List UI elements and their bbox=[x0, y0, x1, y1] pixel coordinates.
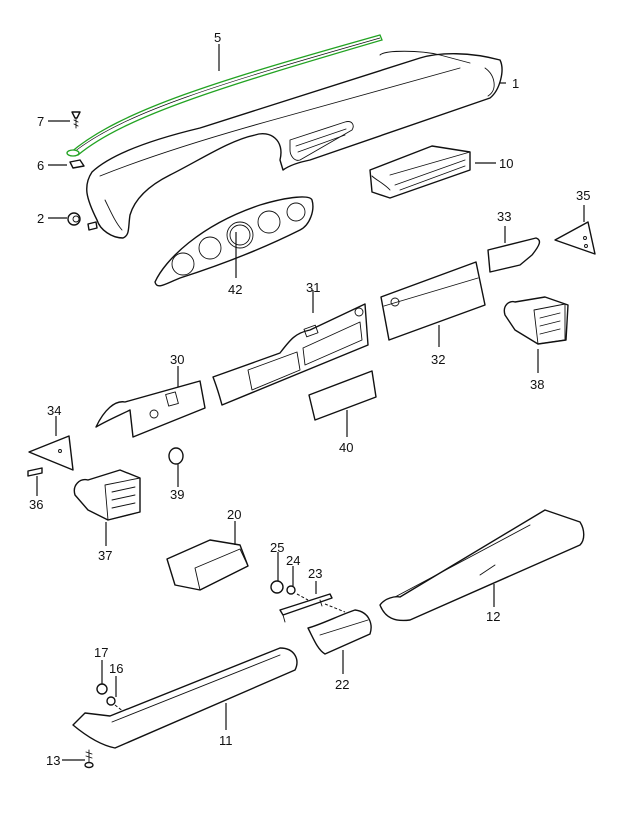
callout-39: 39 bbox=[170, 487, 184, 502]
part-2-nut[interactable] bbox=[67, 212, 81, 226]
part-11-left-trim[interactable] bbox=[72, 647, 298, 749]
callout-35: 35 bbox=[576, 188, 590, 203]
callout-38: 38 bbox=[530, 377, 544, 392]
callout-5: 5 bbox=[214, 30, 221, 45]
leader-lines bbox=[36, 44, 585, 761]
part-16-washer[interactable] bbox=[106, 696, 116, 706]
part-24-washer[interactable] bbox=[286, 585, 296, 595]
callout-30: 30 bbox=[170, 352, 184, 367]
callout-25: 25 bbox=[270, 540, 284, 555]
bolt bbox=[87, 221, 98, 231]
part-37-left-vent[interactable] bbox=[73, 469, 141, 521]
callout-33: 33 bbox=[497, 209, 511, 224]
part-5-trim-strip[interactable] bbox=[66, 34, 383, 157]
callout-11: 11 bbox=[219, 733, 233, 748]
part-20-storage-tray[interactable] bbox=[166, 539, 249, 591]
callout-17: 17 bbox=[94, 645, 108, 660]
part-42-instrument-bezel[interactable] bbox=[154, 196, 314, 287]
callout-31: 31 bbox=[306, 280, 320, 295]
part-33-trim[interactable] bbox=[487, 237, 541, 273]
callout-6: 6 bbox=[37, 158, 44, 173]
callout-2: 2 bbox=[37, 211, 44, 226]
callout-36: 36 bbox=[29, 497, 43, 512]
callout-20: 20 bbox=[227, 507, 241, 522]
part-38-right-vent[interactable] bbox=[503, 296, 569, 345]
part-32-glovebox-lid[interactable] bbox=[380, 261, 486, 341]
callout-10: 10 bbox=[499, 156, 513, 171]
callout-40: 40 bbox=[339, 440, 353, 455]
callout-22: 22 bbox=[335, 677, 349, 692]
callout-12: 12 bbox=[486, 609, 500, 624]
part-1-dashboard[interactable] bbox=[86, 50, 503, 239]
part-36-screw[interactable] bbox=[27, 467, 43, 477]
part-17-nut[interactable] bbox=[96, 683, 108, 695]
part-35-corner-cover[interactable] bbox=[554, 221, 596, 255]
callout-34: 34 bbox=[47, 403, 61, 418]
part-39-grommet[interactable] bbox=[168, 447, 184, 465]
part-6-clip[interactable] bbox=[69, 159, 85, 169]
part-22-end-cap[interactable] bbox=[307, 609, 372, 655]
callout-37: 37 bbox=[98, 548, 112, 563]
callout-42: 42 bbox=[228, 282, 242, 297]
callout-24: 24 bbox=[286, 553, 300, 568]
part-31-center-panel[interactable] bbox=[212, 303, 369, 406]
callout-1: 1 bbox=[512, 76, 519, 91]
part-34-corner-cover[interactable] bbox=[28, 435, 74, 471]
callout-23: 23 bbox=[308, 566, 322, 581]
part-7-screw[interactable] bbox=[71, 111, 81, 129]
callout-13: 13 bbox=[46, 753, 60, 768]
callout-7: 7 bbox=[37, 114, 44, 129]
callout-32: 32 bbox=[431, 352, 445, 367]
callout-16: 16 bbox=[109, 661, 123, 676]
part-13-screw[interactable] bbox=[84, 749, 94, 769]
part-23-bracket[interactable] bbox=[279, 593, 333, 623]
part-40-cover[interactable] bbox=[308, 370, 377, 421]
part-10-center-vent[interactable] bbox=[369, 145, 471, 199]
part-12-right-trim[interactable] bbox=[379, 509, 585, 622]
part-30-left-panel[interactable] bbox=[95, 380, 206, 438]
part-25-nut[interactable] bbox=[270, 580, 284, 594]
